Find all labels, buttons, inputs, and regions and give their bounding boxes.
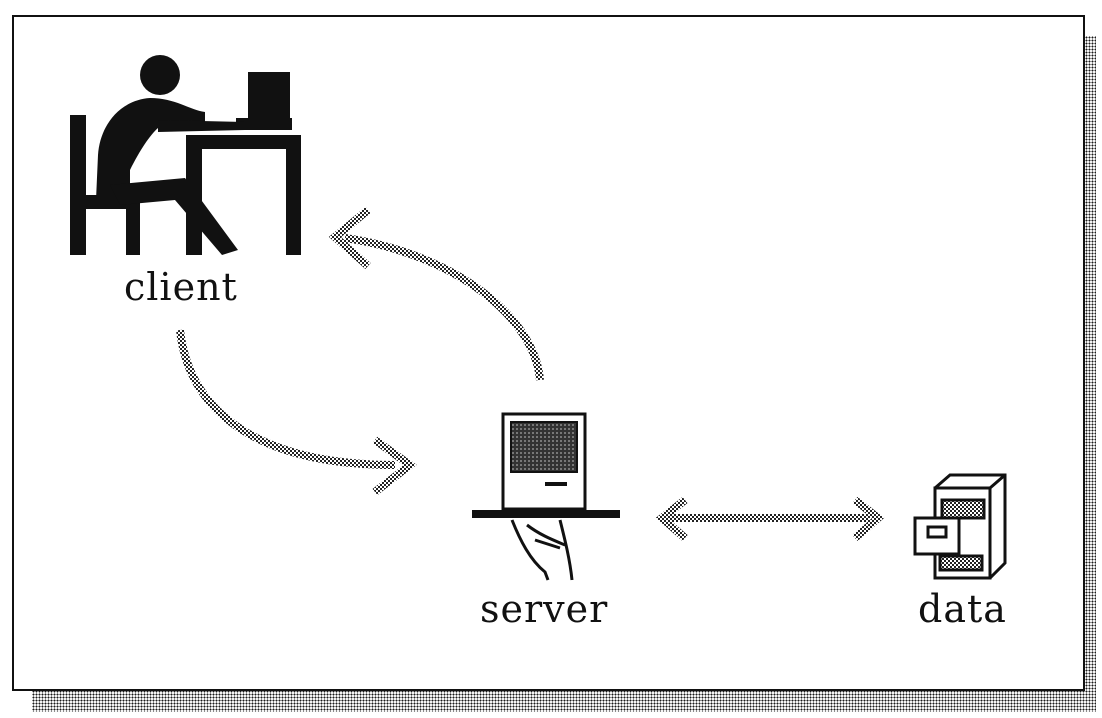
client-label: client bbox=[124, 265, 238, 309]
person-at-computer-icon bbox=[70, 55, 301, 255]
server-to-client-arrow bbox=[328, 206, 544, 381]
server-label: server bbox=[480, 587, 609, 631]
server-computer-on-tray-icon bbox=[472, 412, 620, 581]
client-to-server-arrow bbox=[176, 329, 417, 496]
filing-cabinet-icon bbox=[913, 473, 1007, 580]
server-data-double-arrow bbox=[655, 496, 885, 542]
data-label: data bbox=[918, 587, 1007, 631]
